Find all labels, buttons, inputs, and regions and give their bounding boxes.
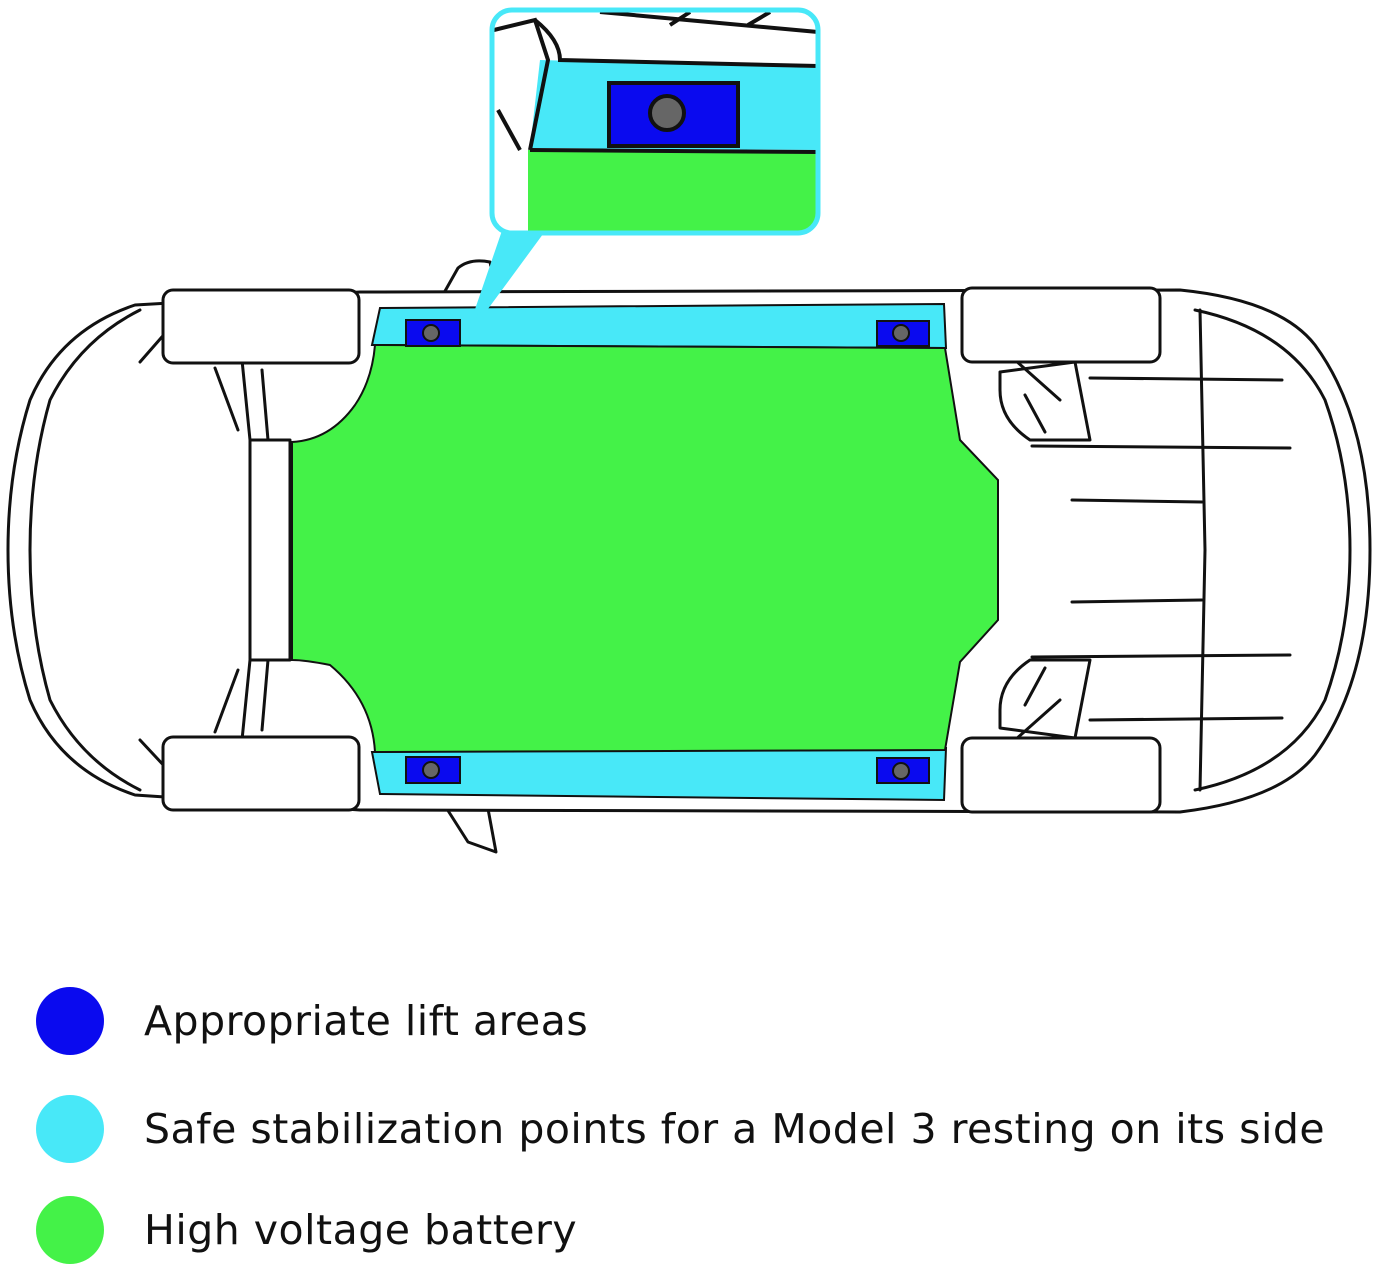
- zoom-callout: [468, 7, 821, 332]
- lift-point-front-bottom: [405, 756, 461, 784]
- rear-suspension: [998, 360, 1092, 442]
- legend-label-stabilization: Safe stabilization points for a Model 3 …: [144, 1105, 1326, 1153]
- legend-label-battery: High voltage battery: [144, 1206, 578, 1254]
- legend-item-lift: Appropriate lift areas: [36, 986, 588, 1056]
- rear-left-wheel: [960, 286, 1162, 364]
- rear-right-wheel: [960, 736, 1162, 814]
- legend-item-stabilization: Safe stabilization points for a Model 3 …: [36, 1094, 1325, 1164]
- lift-area-swatch: [36, 987, 104, 1055]
- battery-swatch: [36, 1196, 104, 1264]
- lift-point-front-top: [405, 319, 461, 347]
- lift-point-rear-bottom: [876, 757, 930, 784]
- front-left-wheel: [161, 288, 361, 365]
- high-voltage-battery: [291, 343, 999, 754]
- legend-item-battery: High voltage battery: [36, 1195, 577, 1265]
- front-bumper-line: [28, 308, 142, 792]
- lift-point-rear-top: [876, 320, 930, 347]
- stabilization-swatch: [36, 1095, 104, 1163]
- legend: Appropriate lift areas Safe stabilizatio…: [0, 950, 1376, 1274]
- rear-bumper-line: [1193, 308, 1352, 792]
- front-right-wheel: [161, 735, 361, 812]
- rear-diffuser-frame: [1198, 308, 1207, 792]
- legend-label-lift: Appropriate lift areas: [144, 997, 589, 1045]
- car-underside-diagram: [6, 7, 1372, 854]
